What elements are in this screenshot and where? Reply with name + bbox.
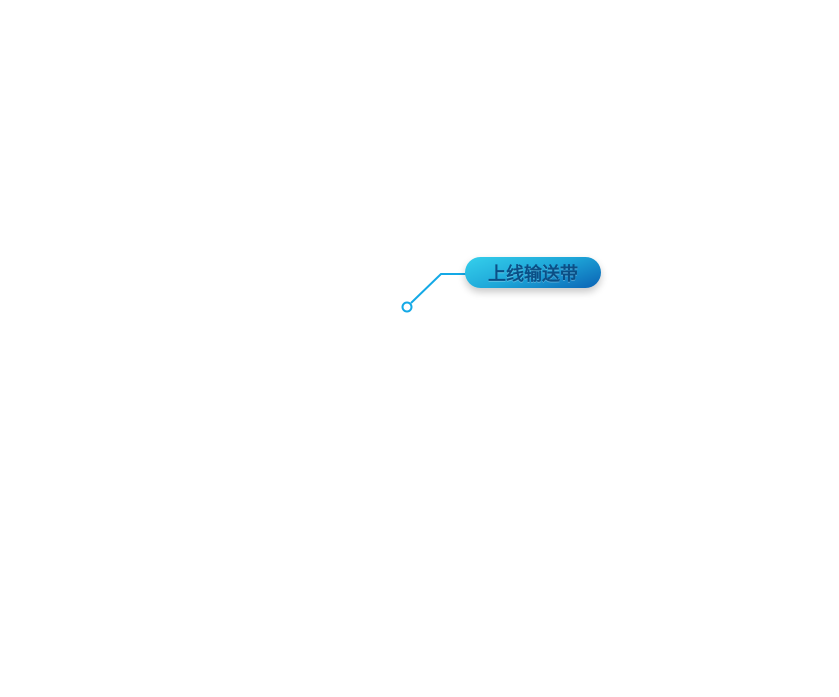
conveyor-label-text: 上线输送带	[488, 263, 578, 285]
anchor-point-icon	[401, 301, 413, 313]
leader-line	[410, 273, 466, 304]
conveyor-label[interactable]: 上线输送带	[465, 257, 601, 288]
